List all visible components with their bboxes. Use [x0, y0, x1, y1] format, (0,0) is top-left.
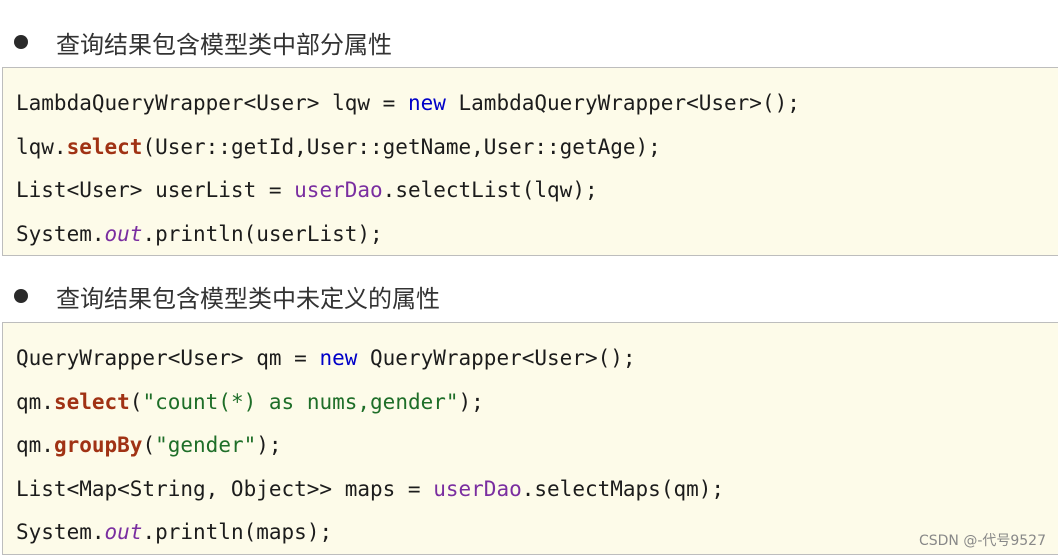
code-text: lqw.: [16, 134, 67, 159]
method-name: select: [53, 389, 130, 414]
code-text: );: [256, 433, 282, 457]
code-line: lqw.select(User::getId,User::getName,Use…: [16, 126, 1058, 170]
section2-heading: 查询结果包含模型类中未定义的属性: [56, 284, 440, 313]
string-literal: "gender": [155, 433, 257, 457]
code-line: LambdaQueryWrapper<User> lqw = new Lambd…: [16, 82, 1058, 126]
code-text: (: [142, 433, 156, 457]
string-literal: "count(*) as nums,gender": [142, 389, 459, 414]
method-name: select: [66, 134, 143, 159]
code-text: List<Map<String, Object>> maps =: [16, 476, 434, 501]
field-name: userDao: [294, 178, 383, 202]
static-field: out: [104, 221, 143, 246]
code-text: List<User> userList =: [16, 178, 295, 202]
code-text: .selectMaps(qm);: [521, 476, 725, 501]
code-line: List<Map<String, Object>> maps = userDao…: [16, 468, 1058, 512]
static-field: out: [104, 520, 143, 544]
code-text: System.: [16, 221, 105, 246]
section2-heading-row: 查询结果包含模型类中未定义的属性: [14, 276, 440, 316]
code-line: QueryWrapper<User> qm = new QueryWrapper…: [16, 337, 1058, 381]
code-text: .println(maps);: [142, 520, 333, 544]
code-text: LambdaQueryWrapper<User>();: [445, 91, 800, 115]
code-text: System.: [16, 520, 105, 544]
code-text: LambdaQueryWrapper<User> lqw =: [16, 91, 408, 115]
code-text: .selectList(lqw);: [382, 178, 598, 202]
code-line: qm.select("count(*) as nums,gender");: [16, 381, 1058, 425]
code-line: System.out.println(userList);: [16, 213, 1058, 257]
code-line: qm.groupBy("gender");: [16, 424, 1058, 468]
code-text: QueryWrapper<User> qm =: [16, 346, 320, 370]
bullet-dot: [14, 35, 28, 49]
code-text: QueryWrapper<User>();: [357, 346, 636, 370]
code-block-2: QueryWrapper<User> qm = new QueryWrapper…: [2, 322, 1058, 555]
code-text: (: [129, 389, 143, 414]
section1-heading: 查询结果包含模型类中部分属性: [56, 30, 392, 59]
code-text: );: [458, 389, 484, 414]
watermark: CSDN @-代号9527: [918, 533, 1046, 549]
field-name: userDao: [433, 476, 522, 501]
code-block-1: LambdaQueryWrapper<User> lqw = new Lambd…: [2, 67, 1058, 256]
code-line: List<User> userList = userDao.selectList…: [16, 169, 1058, 213]
keyword: new: [319, 346, 358, 370]
method-name: groupBy: [53, 433, 143, 457]
code-text: (User::getId,User::getName,User::getAge)…: [142, 134, 661, 159]
code-line: System.out.println(maps);: [16, 511, 1058, 555]
keyword: new: [407, 91, 446, 115]
code-text: .println(userList);: [142, 221, 383, 246]
code-text: qm.: [16, 389, 54, 414]
bullet-dot: [14, 289, 28, 303]
section1-heading-row: 查询结果包含模型类中部分属性: [14, 22, 392, 62]
code-text: qm.: [16, 433, 54, 457]
